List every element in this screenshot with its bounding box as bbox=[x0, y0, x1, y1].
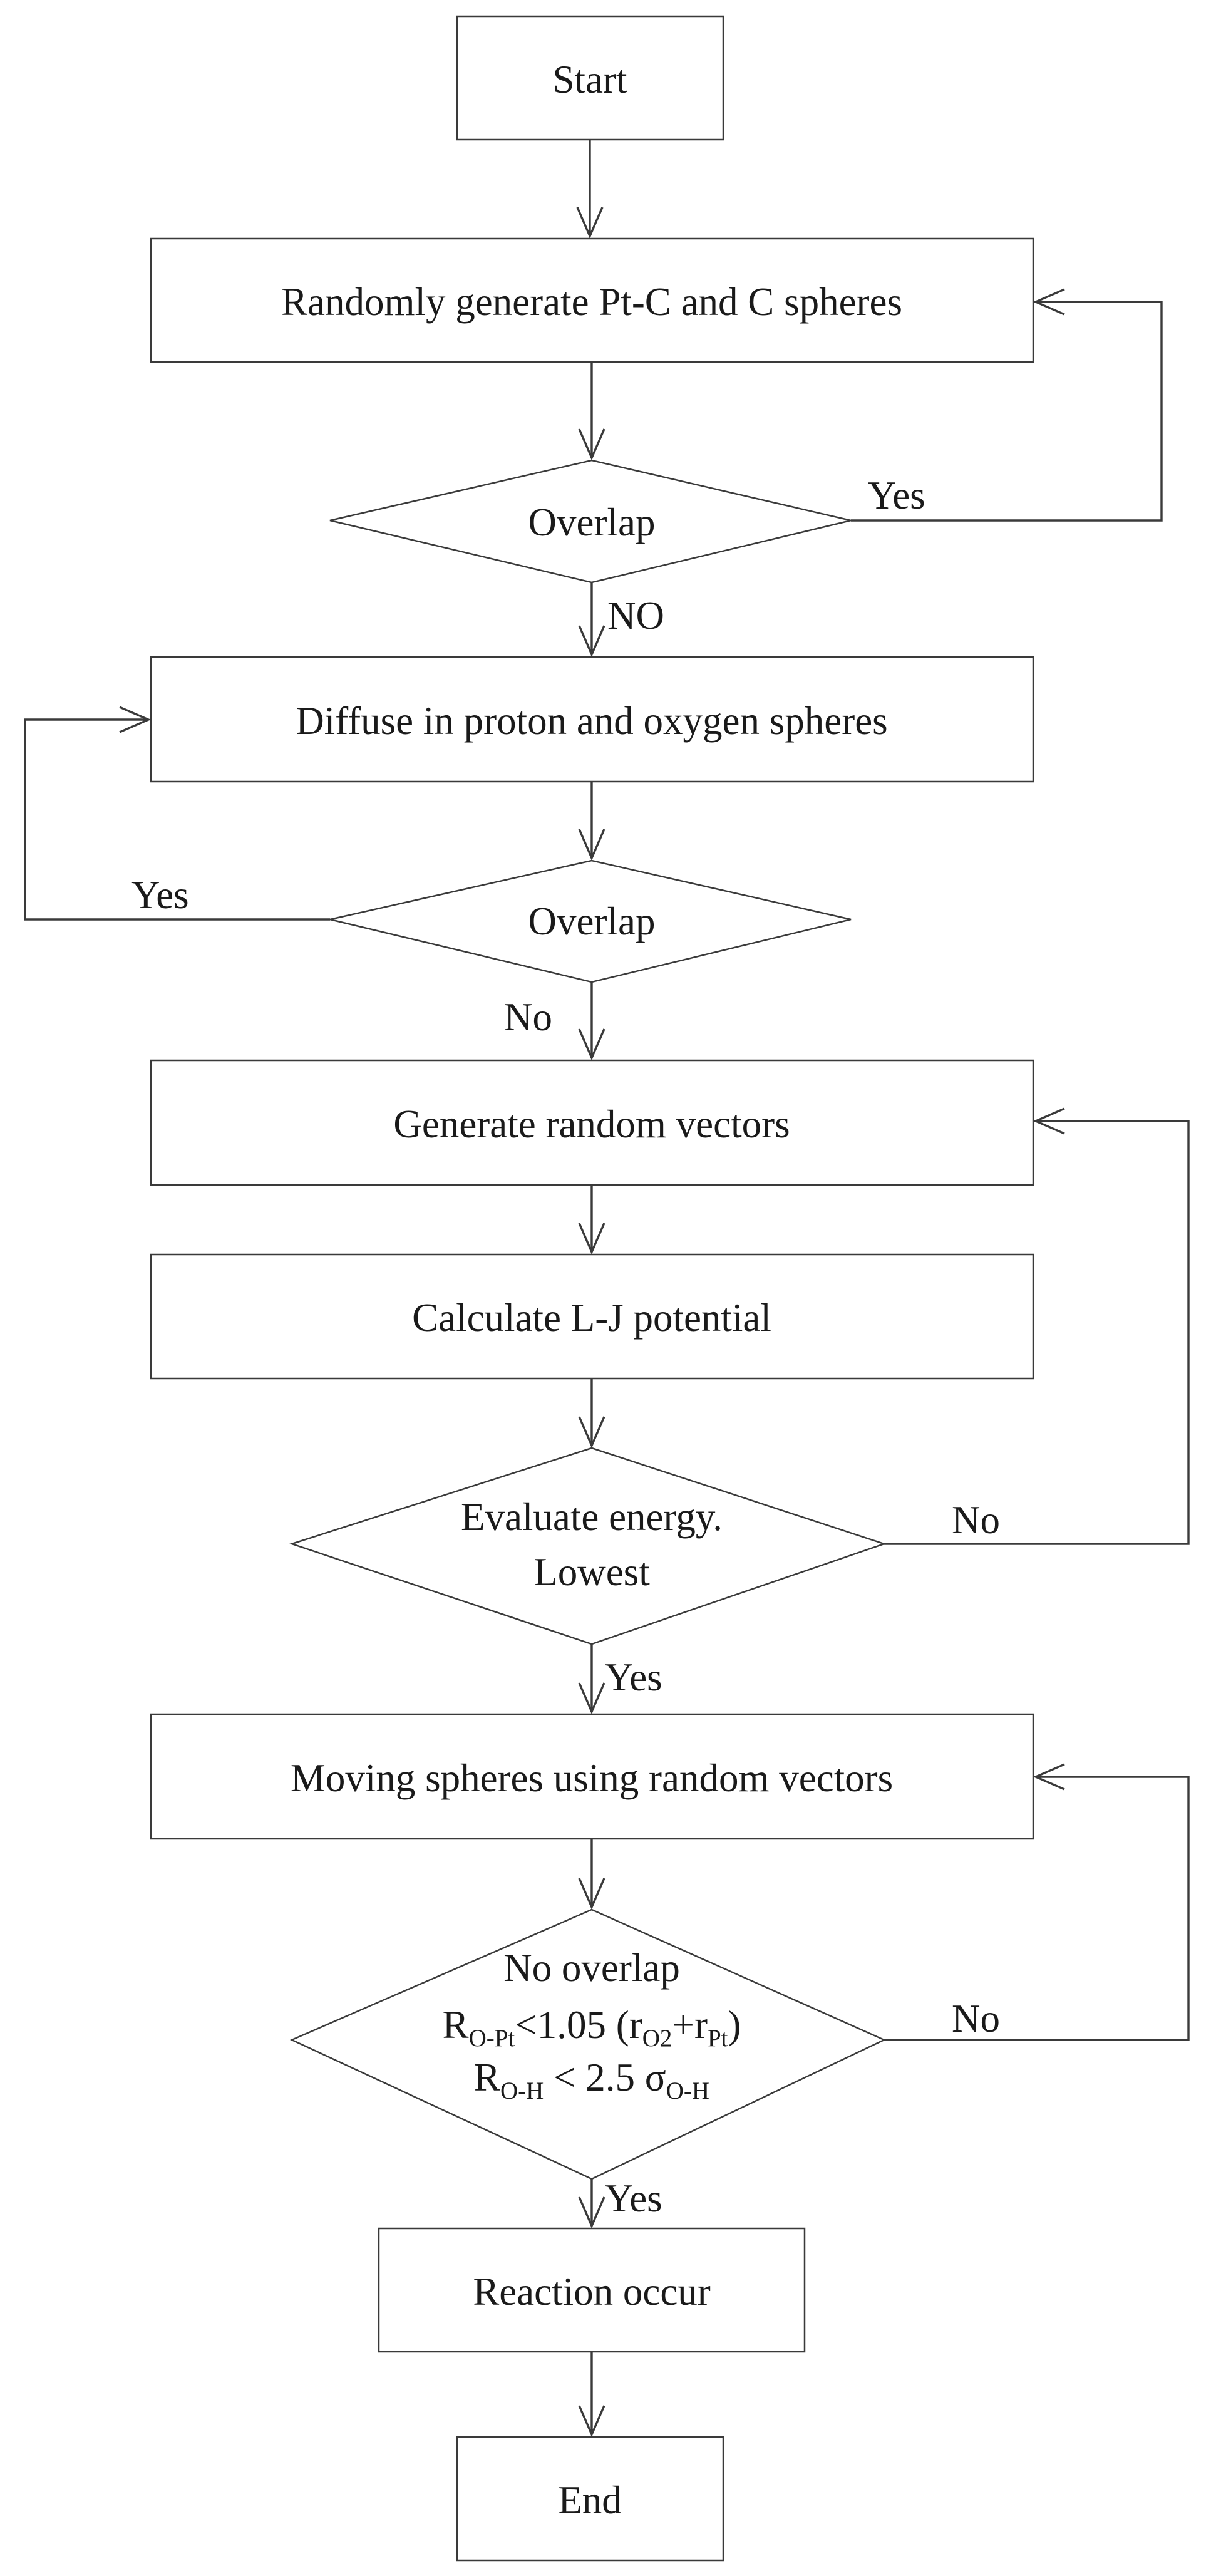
overlap-2-label: Overlap bbox=[528, 899, 656, 943]
edge-label-overlap2-no: No bbox=[504, 995, 552, 1039]
connector-overlap1-to-diffuse bbox=[578, 582, 605, 658]
generate-spheres-label: Randomly generate Pt-C and C spheres bbox=[281, 280, 902, 324]
random-vectors-label: Generate random vectors bbox=[393, 1102, 790, 1146]
connector-lj-to-evaluate bbox=[578, 1379, 605, 1449]
overlap-decision-1: Overlap bbox=[329, 459, 852, 584]
overlap-decision-2: Overlap bbox=[329, 859, 852, 983]
edge-label-condition-yes: Yes bbox=[605, 2176, 662, 2220]
connector-start-to-generate bbox=[576, 140, 604, 239]
edge-label-evaluate-no: No bbox=[952, 1498, 1000, 1542]
reaction-label: Reaction occur bbox=[473, 2270, 711, 2314]
evaluate-line-2: Lowest bbox=[533, 1550, 650, 1594]
loop-overlap2-yes bbox=[24, 706, 330, 921]
start-label: Start bbox=[553, 58, 627, 101]
end-node: End bbox=[456, 2436, 724, 2562]
diffuse-node: Diffuse in proton and oxygen spheres bbox=[150, 656, 1034, 783]
loop-condition-no bbox=[884, 1763, 1190, 2041]
edge-label-condition-no: No bbox=[952, 1997, 1000, 2041]
edge-label-overlap1-yes: Yes bbox=[868, 473, 925, 517]
condition-line-2: RO-Pt<1.05 (rO2+rPt) bbox=[443, 2003, 741, 2052]
moving-spheres-label: Moving spheres using random vectors bbox=[291, 1756, 893, 1800]
connector-reaction-to-end bbox=[578, 2352, 605, 2438]
edge-label-overlap2-yes: Yes bbox=[131, 873, 189, 917]
evaluate-line-1: Evaluate energy. bbox=[461, 1495, 723, 1539]
connector-moving-to-condition bbox=[578, 1839, 605, 1910]
end-label: End bbox=[558, 2478, 621, 2522]
reaction-node: Reaction occur bbox=[378, 2227, 806, 2353]
evaluate-energy-decision: Evaluate energy. Lowest bbox=[289, 1447, 887, 1645]
generate-spheres-node: Randomly generate Pt-C and C spheres bbox=[150, 237, 1034, 363]
edge-label-overlap1-no: NO bbox=[607, 594, 664, 638]
reaction-condition-decision: No overlap RO-Pt<1.05 (rO2+rPt) RO-H < 2… bbox=[289, 1908, 886, 2180]
connector-evaluate-to-moving bbox=[578, 1644, 605, 1715]
overlap-1-label: Overlap bbox=[528, 500, 656, 544]
loop-overlap1-yes bbox=[851, 288, 1163, 522]
edge-label-evaluate-yes: Yes bbox=[605, 1655, 662, 1699]
start-node: Start bbox=[456, 15, 724, 141]
lj-potential-node: Calculate L-J potential bbox=[150, 1253, 1034, 1380]
connector-condition-to-reaction bbox=[578, 2179, 605, 2229]
diffuse-label: Diffuse in proton and oxygen spheres bbox=[296, 699, 887, 743]
moving-spheres-node: Moving spheres using random vectors bbox=[150, 1713, 1034, 1840]
condition-line-3: RO-H < 2.5 σO-H bbox=[474, 2056, 709, 2104]
connector-diffuse-to-overlap2 bbox=[578, 782, 605, 861]
lj-potential-label: Calculate L-J potential bbox=[412, 1296, 771, 1340]
random-vectors-node: Generate random vectors bbox=[150, 1059, 1034, 1186]
connector-generate-to-overlap1 bbox=[578, 362, 605, 461]
connector-overlap2-to-random-vectors bbox=[578, 982, 605, 1061]
loop-evaluate-no bbox=[884, 1107, 1190, 1545]
connector-random-vectors-to-lj bbox=[578, 1185, 605, 1255]
condition-line-1: No overlap bbox=[503, 1946, 680, 1990]
